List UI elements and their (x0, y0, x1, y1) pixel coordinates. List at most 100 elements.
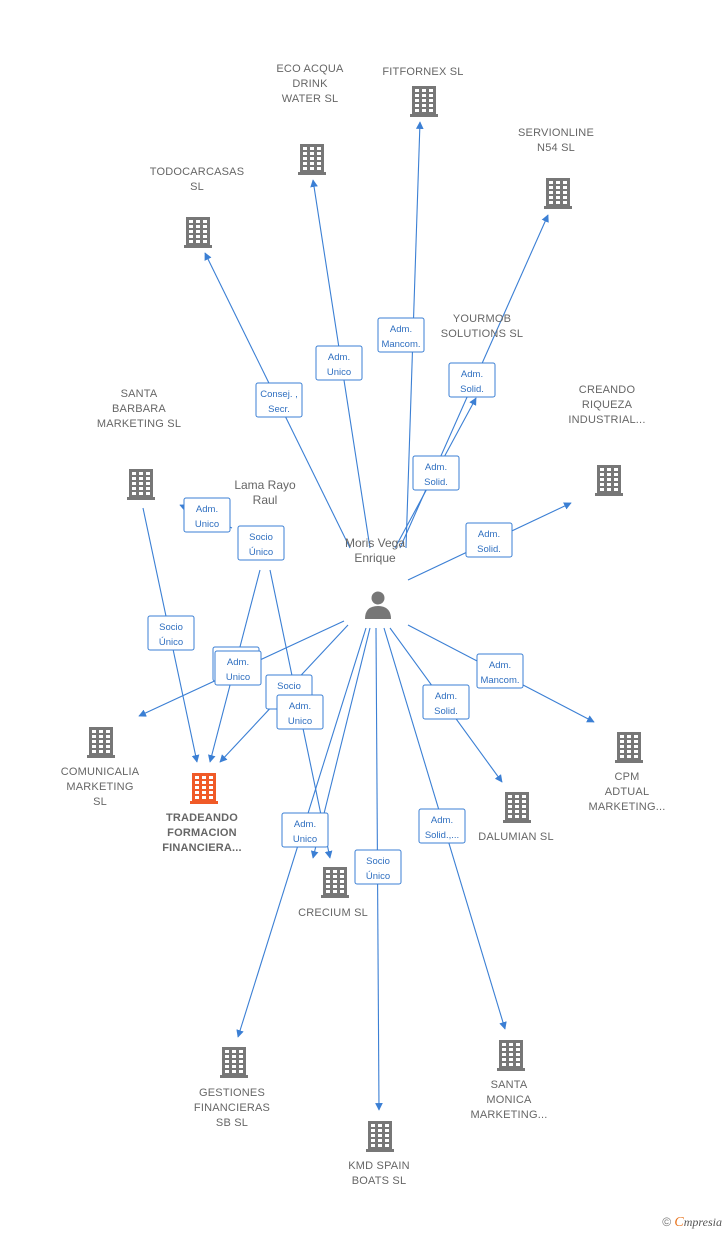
company-label-comunicalia-line: MARKETING (66, 781, 133, 793)
relation-badge-moris-gestiones[interactable]: Adm. Unico (281, 812, 329, 848)
relation-badge-text: Consej. , (260, 389, 298, 400)
company-label-creando-line: INDUSTRIAL... (568, 414, 645, 426)
relation-badge-moris-tradeando[interactable]: Adm. Unico (214, 650, 262, 686)
building-icon-santa_barbara[interactable] (127, 469, 155, 500)
company-label-comunicalia: COMUNICALIA MARKETING SL (61, 766, 140, 808)
company-label-cpm-line: ADTUAL (605, 786, 650, 798)
company-label-crecium-line: CRECIUM SL (298, 907, 368, 919)
company-label-santa_monica-line: SANTA (491, 1079, 528, 1091)
company-label-cpm-line: CPM (614, 771, 639, 783)
company-label-tradeando-line: FINANCIERA... (162, 842, 242, 854)
company-label-santa_monica-line: MONICA (486, 1094, 532, 1106)
company-label-yourmob-line: YOURMOB (453, 313, 511, 325)
relation-badge-text: Adm. (461, 369, 483, 380)
relation-badge-text: Único (159, 637, 183, 648)
company-label-eco_acqua-line: WATER SL (282, 93, 339, 105)
relation-badge-moris-dalumian[interactable]: Adm. Solid. (422, 684, 470, 720)
building-icon-comunicalia[interactable] (87, 727, 115, 758)
company-label-santa_barbara-line: MARKETING SL (97, 418, 181, 430)
copyright-symbol: © (662, 1215, 672, 1229)
relation-badge-text: Mancom. (480, 675, 519, 686)
relation-badge-text: Adm. (431, 815, 453, 826)
relation-badge-text: Único (249, 547, 273, 558)
relation-badge-text: Adm. (294, 819, 316, 830)
relation-badge-text: Solid.,... (425, 830, 459, 841)
footer-brand[interactable]: © Cmpresia (662, 1215, 722, 1231)
relation-badge-moris-cpm[interactable]: Adm. Mancom. (476, 653, 524, 689)
relation-badge-moris-todocarcasas[interactable]: Consej. , Secr. (255, 382, 303, 418)
relation-badge-text: Adm. (489, 660, 511, 671)
relation-badge-text: Adm. (390, 324, 412, 335)
company-label-dalumian: DALUMIAN SL (478, 831, 554, 843)
company-label-kmd-line: BOATS SL (352, 1175, 407, 1187)
relation-badge-text: Unico (293, 834, 317, 845)
relation-badge-text: Unico (195, 519, 219, 530)
relation-badge-lama-santa_barbara[interactable]: Adm.Unico (183, 497, 231, 533)
building-icon-gestiones[interactable] (220, 1047, 248, 1078)
relation-badge-moris-servionline[interactable]: Adm. Solid. (448, 362, 496, 398)
building-icon-todocarcasas[interactable] (184, 217, 212, 248)
building-icon-servionline[interactable] (544, 178, 572, 209)
building-icon-tradeando[interactable] (190, 773, 218, 804)
company-label-dalumian-line: DALUMIAN SL (478, 831, 554, 843)
company-label-comunicalia-line: COMUNICALIA (61, 766, 140, 778)
company-label-todocarcasas-line: TODOCARCASAS (150, 166, 245, 178)
company-label-todocarcasas-line: SL (190, 181, 204, 193)
relation-badge-moris-yourmob[interactable]: Adm. Solid. (412, 455, 460, 491)
company-label-comunicalia-line: SL (93, 796, 107, 808)
relation-badge-moris-crecium[interactable]: Adm.Unico (276, 694, 324, 730)
building-icon-dalumian[interactable] (503, 792, 531, 823)
building-icon-fitfornex[interactable] (410, 86, 438, 117)
relation-badge-text: Mancom. (381, 339, 420, 350)
relation-badge-text: Adm. (425, 462, 447, 473)
building-icon-cpm[interactable] (615, 732, 643, 763)
company-label-todocarcasas: TODOCARCASAS SL (150, 166, 245, 193)
person-icon-moris[interactable] (365, 591, 391, 620)
relation-badge-text: Unico (226, 672, 250, 683)
building-icon-creando[interactable] (595, 465, 623, 496)
relation-badge-moris-santa_monica[interactable]: Adm. Solid.,... (418, 808, 466, 844)
company-label-tradeando: TRADEANDO FORMACION FINANCIERA... (162, 812, 242, 854)
relation-badge-text: Adm. (227, 657, 249, 668)
building-icon-crecium[interactable] (321, 867, 349, 898)
relation-badge-text: Solid. (460, 384, 484, 395)
company-label-creando-line: RIQUEZA (582, 399, 633, 411)
relation-badge-moris-creando[interactable]: Adm.Solid. (465, 522, 513, 558)
company-label-santa_barbara-line: BARBARA (112, 403, 166, 415)
building-icon-eco_acqua[interactable] (298, 144, 326, 175)
relation-badge-text: Adm. (435, 691, 457, 702)
company-label-servionline-line: SERVIONLINE (518, 127, 594, 139)
company-label-fitfornex-line: FITFORNEX SL (382, 66, 463, 78)
company-label-eco_acqua-line: ECO ACQUA (276, 63, 344, 75)
company-label-cpm-line: MARKETING... (589, 801, 666, 813)
company-label-creando-line: CREANDO (579, 384, 636, 396)
company-label-tradeando-line: FORMACION (167, 827, 237, 839)
building-icon-santa_monica[interactable] (497, 1040, 525, 1071)
company-label-gestiones-line: GESTIONES (199, 1087, 265, 1099)
relation-badge-text: Solid. (434, 706, 458, 717)
building-icon-kmd[interactable] (366, 1121, 394, 1152)
nodes-layer: FITFORNEX SL ECO ACQUA DRINK WATER SL SERVIO… (61, 63, 666, 1187)
relation-badge-text: Socio (159, 622, 183, 633)
relation-badge-text: Secr. (268, 404, 290, 415)
company-label-gestiones-line: FINANCIERAS (194, 1102, 270, 1114)
relation-badge-moris-fitfornex[interactable]: Adm. Mancom. (377, 317, 425, 353)
company-label-eco_acqua-line: DRINK (292, 78, 328, 90)
company-label-tradeando-line: TRADEANDO (166, 812, 238, 824)
relation-badge-moris-eco_acqua[interactable]: Adm.Unico (315, 345, 363, 381)
company-label-crecium: CRECIUM SL (298, 907, 368, 919)
relation-badge-text: Adm. (289, 701, 311, 712)
person-label-moris-line: Moris Vega (345, 536, 405, 550)
company-label-creando: CREANDO RIQUEZA INDUSTRIAL... (568, 384, 645, 426)
relation-badge-text: Solid. (424, 477, 448, 488)
